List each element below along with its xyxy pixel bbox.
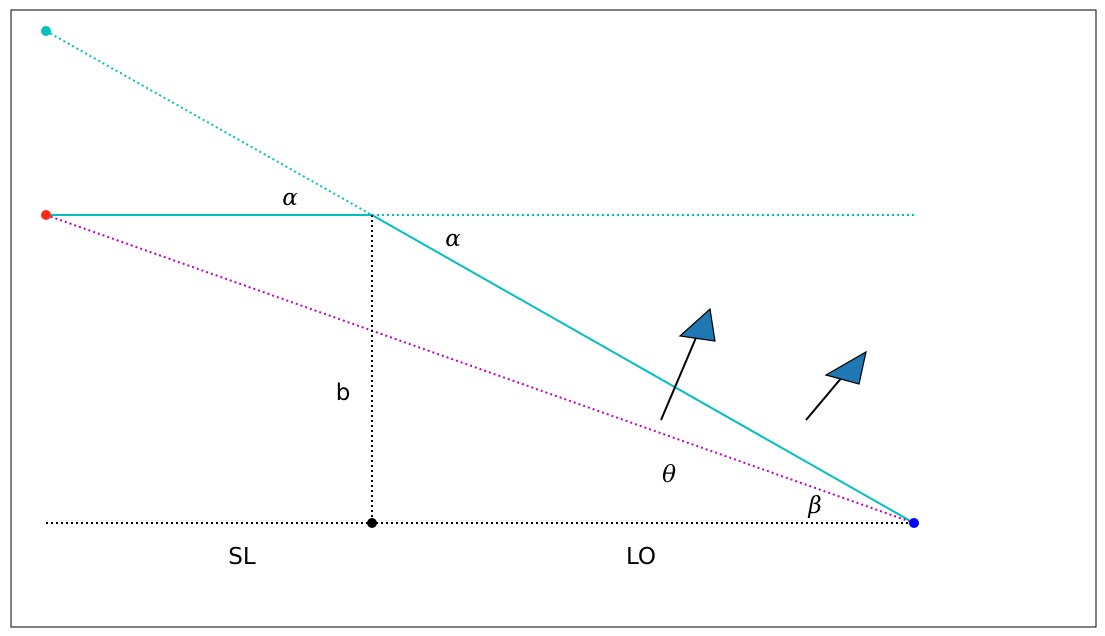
arrow-right [805,350,867,421]
cyan-dotted-incident-line [45,30,373,216]
theta-label: θ [662,462,676,488]
alpha-label-left: α [282,185,298,211]
lo-label: LO [626,544,656,570]
plot-frame [10,9,1097,628]
red-point [41,210,51,220]
sl-label: SL [228,544,256,570]
b-label: b [336,380,351,406]
alpha-label-right: α [445,226,461,252]
arrow-left [660,307,716,421]
magenta-dotted-line [45,214,915,524]
cyan-solid-slanted-line [371,214,915,524]
beta-label: β [807,493,821,519]
blue-point [909,518,919,528]
black-point [367,518,377,528]
cyan-point [41,26,51,36]
